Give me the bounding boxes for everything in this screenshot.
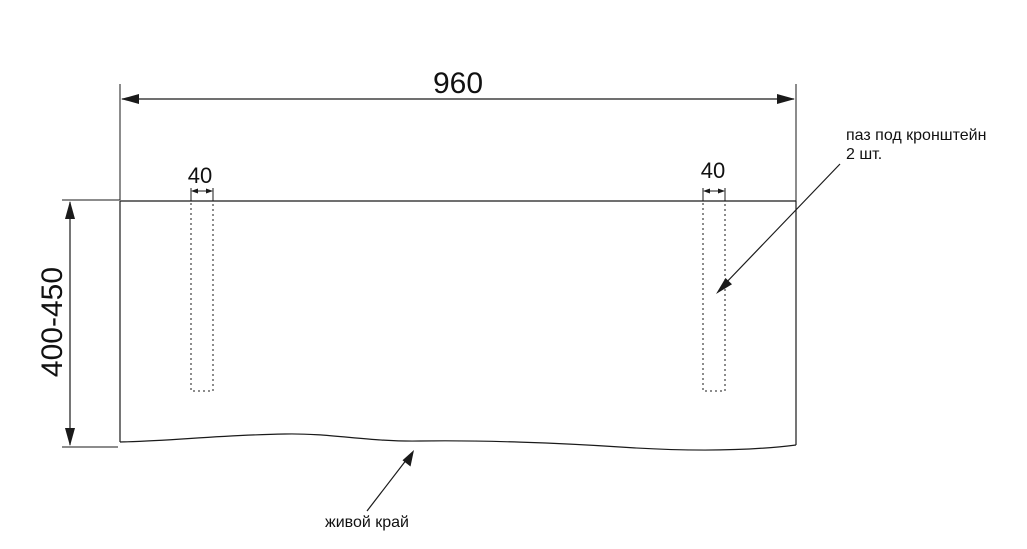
- edge-callout: живой край: [325, 450, 414, 531]
- slot-note-line2: 2 шт.: [846, 146, 882, 163]
- slot-left-width-label: 40: [188, 163, 212, 188]
- height-arrow-top: [65, 201, 75, 219]
- slot-right-arrow-r: [718, 188, 725, 194]
- height-label: 400-450: [36, 267, 69, 377]
- shelf-panel: [119, 200, 797, 451]
- slot-right-outline: [702, 200, 726, 392]
- slot-right-arrow-l: [703, 188, 710, 194]
- width-dimension: 960: [119, 67, 797, 445]
- live-edge-curve: [119, 433, 797, 451]
- slot-note-line1: паз под кронштейн: [846, 127, 986, 144]
- edge-callout-leader: [366, 458, 408, 512]
- slot-callout: паз под кронштейн 2 шт.: [716, 127, 986, 294]
- slot-callout-leader: [721, 163, 841, 288]
- height-dimension: 400-450: [36, 199, 120, 448]
- slot-left-outline: [190, 200, 214, 392]
- width-arrow-left: [121, 94, 139, 104]
- slot-callout-arrow: [716, 278, 732, 294]
- height-arrow-bottom: [65, 428, 75, 446]
- slot-left-arrow-r: [206, 188, 213, 194]
- slot-left: 40: [188, 163, 214, 392]
- edge-callout-arrow: [402, 450, 414, 467]
- slot-right-width-label: 40: [701, 158, 725, 183]
- width-arrow-right: [777, 94, 795, 104]
- slot-left-arrow-l: [191, 188, 198, 194]
- slot-right: 40: [701, 158, 726, 392]
- edge-note: живой край: [325, 514, 409, 531]
- width-label: 960: [433, 67, 483, 100]
